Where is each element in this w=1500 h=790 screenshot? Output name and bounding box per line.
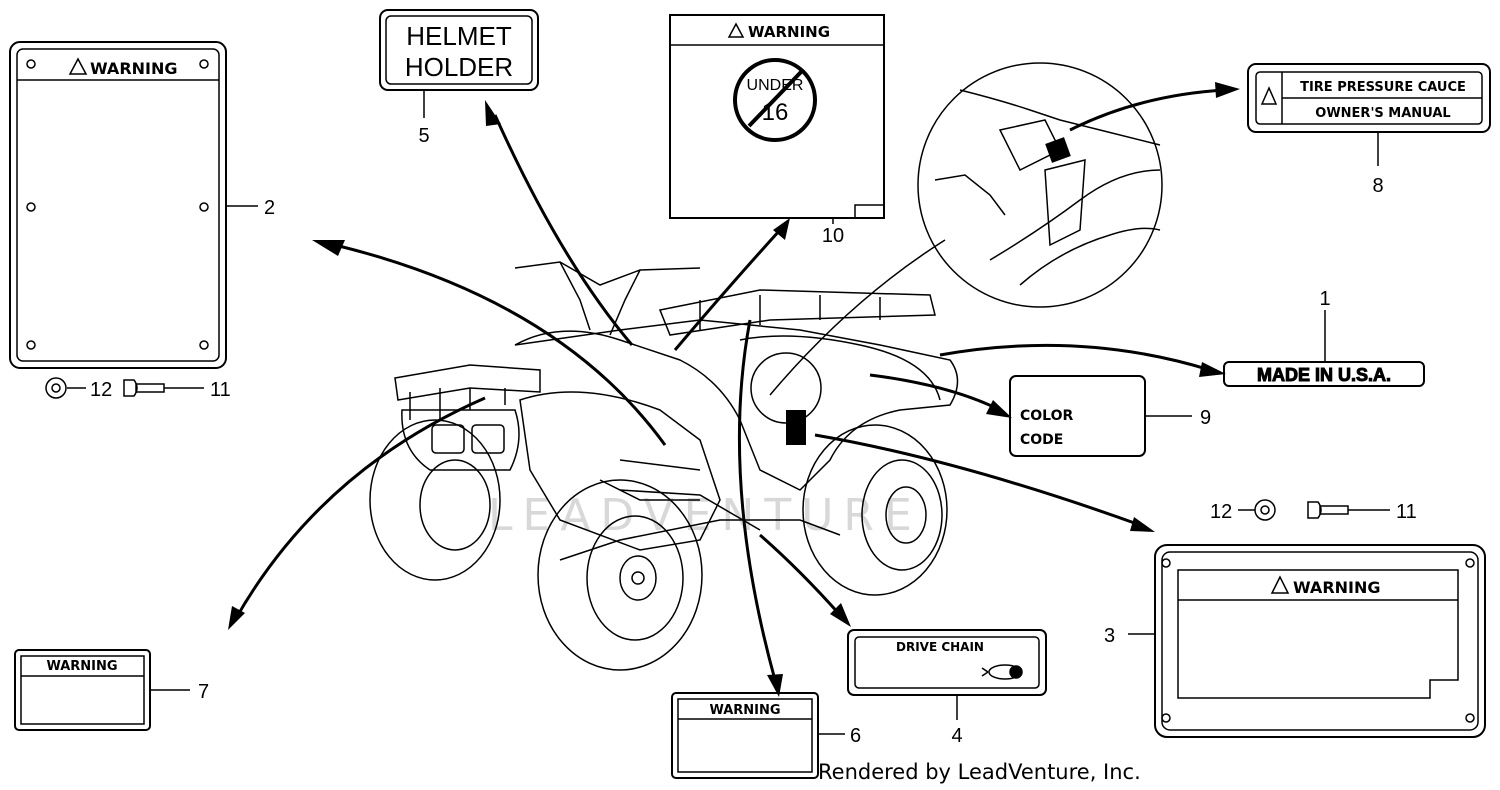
decal-warning-large-left: WARNING 2 (9, 41, 275, 369)
decal-warning-large-right: WARNING 3 (1104, 544, 1486, 738)
svg-text:3: 3 (1104, 625, 1115, 647)
decal-under-16-warning: WARNING UNDER 16 10 (669, 14, 885, 247)
svg-text:WARNING: WARNING (1293, 578, 1381, 597)
svg-text:WARNING: WARNING (748, 23, 830, 41)
svg-text:WARNING: WARNING (90, 59, 178, 78)
decal-tire-pressure: TIRE PRESSURE CAUCE OWNER'S MANUAL 8 (1247, 63, 1491, 197)
svg-text:10: 10 (822, 225, 844, 247)
watermark-text: LEADVENTURE (488, 490, 922, 541)
rivet-icon (123, 379, 182, 397)
arrow-heads (228, 82, 1240, 697)
svg-text:UNDER: UNDER (747, 77, 804, 94)
rivet-set-left: 12 11 (45, 377, 231, 401)
decal-helmet-holder: HELMET HOLDER 5 (379, 9, 539, 147)
warning-triangle-icon (727, 22, 745, 38)
warning-triangle-icon (68, 57, 88, 75)
chain-icon (981, 664, 1023, 680)
svg-text:12: 12 (1210, 501, 1232, 523)
washer-icon (1254, 499, 1276, 521)
svg-text:11: 11 (1396, 501, 1417, 523)
svg-text:MADE IN U.S.A.: MADE IN U.S.A. (1257, 365, 1391, 385)
svg-text:9: 9 (1200, 407, 1211, 429)
rivet-set-right: 12 11 (1210, 499, 1417, 523)
svg-text:4: 4 (951, 725, 962, 747)
svg-text:WARNING: WARNING (46, 659, 117, 674)
svg-text:CODE: CODE (1020, 432, 1063, 448)
washer-icon (45, 377, 67, 399)
rivet-icon (1307, 501, 1366, 519)
leader-arrows (233, 88, 1226, 681)
atv-illustration (369, 261, 959, 671)
decal-warning-small-7: WARNING 7 (14, 649, 209, 731)
prohibited-icon (733, 58, 817, 142)
svg-text:2: 2 (264, 197, 275, 219)
decal-warning-small-6: WARNING 6 (671, 692, 861, 779)
svg-text:COLOR: COLOR (1020, 408, 1073, 424)
svg-text:1: 1 (1319, 288, 1330, 310)
svg-text:11: 11 (210, 379, 231, 401)
svg-text:DRIVE CHAIN: DRIVE CHAIN (896, 640, 984, 654)
svg-text:5: 5 (418, 125, 429, 147)
decal-made-in-usa: 1 MADE IN U.S.A. (1223, 288, 1425, 387)
warning-triangle-icon (1270, 575, 1290, 594)
footer-credit: Rendered by LeadVenture, Inc. (818, 760, 1141, 784)
svg-text:OWNER'S MANUAL: OWNER'S MANUAL (1315, 106, 1450, 121)
svg-text:WARNING: WARNING (709, 703, 780, 718)
svg-text:6: 6 (850, 725, 861, 747)
svg-text:TIRE PRESSURE CAUCE: TIRE PRESSURE CAUCE (1300, 80, 1466, 95)
warning-triangle-icon (1260, 86, 1278, 105)
svg-text:16: 16 (762, 99, 789, 126)
svg-text:12: 12 (90, 379, 112, 401)
svg-text:7: 7 (198, 681, 209, 703)
decal-color-code: COLOR CODE 9 (1009, 375, 1211, 457)
decal-drive-chain: DRIVE CHAIN 4 (847, 629, 1047, 747)
svg-text:8: 8 (1372, 175, 1383, 197)
svg-text:HOLDER: HOLDER (405, 52, 513, 82)
svg-text:HELMET: HELMET (406, 21, 512, 51)
detail-magnifier (917, 62, 1163, 308)
